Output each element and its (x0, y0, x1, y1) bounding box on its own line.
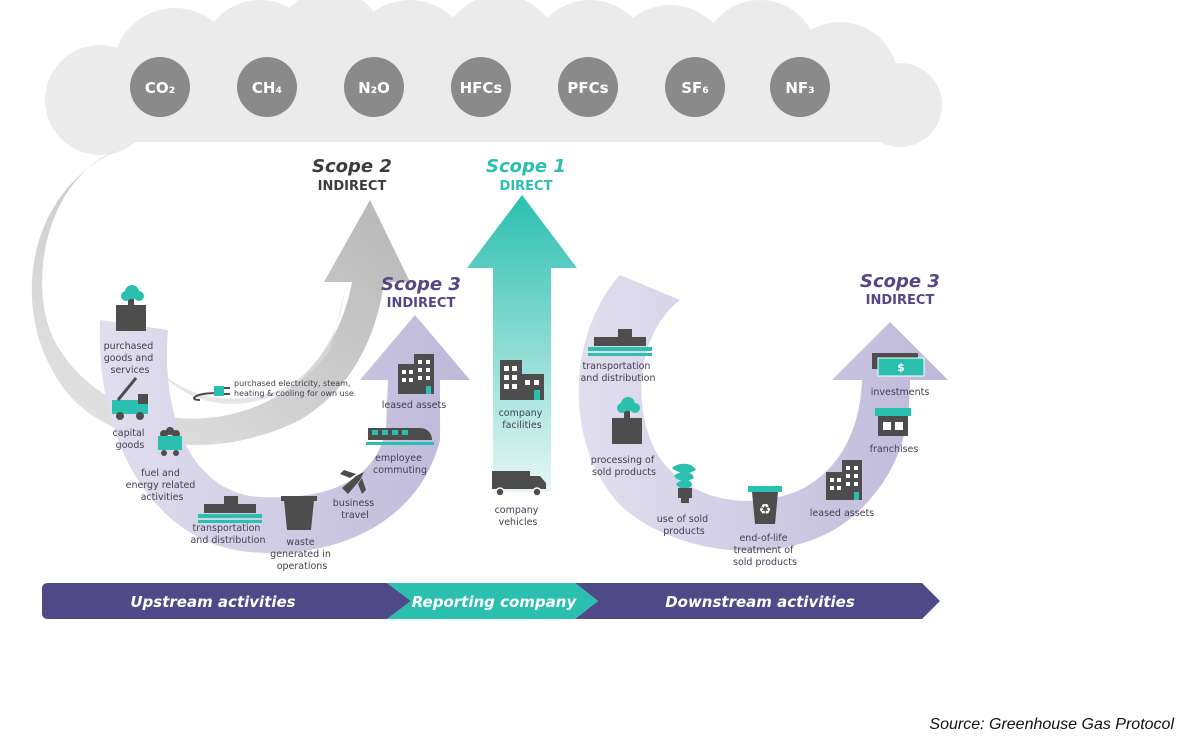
gas-hfcs: HFCs (451, 57, 511, 117)
downstream-label: Downstream activities (665, 593, 855, 611)
electricity-label: purchased electricity, steam, heating & … (234, 379, 354, 398)
company-facilities-label: company facilities (499, 408, 546, 431)
scope3-upstream-label: Scope 3 INDIRECT (381, 274, 461, 311)
source-caption: Source: Greenhouse Gas Protocol (929, 716, 1174, 733)
upstream-segment (42, 583, 411, 619)
purchased-goods-label: purchased goods and services (104, 341, 157, 376)
activity-downstream-leased: leased assets (810, 460, 874, 519)
scope1-sub: DIRECT (500, 179, 553, 194)
gas-nf3-label: NF₃ (785, 79, 814, 97)
downstream-transport-label: transportation and distribution (580, 361, 655, 384)
money-icon: $ (872, 353, 925, 377)
gas-ch4: CH₄ (237, 57, 297, 117)
employee-commuting-label: employee commuting (373, 453, 427, 476)
truck-icon (492, 471, 546, 497)
activity-use-sold: use of sold products (657, 463, 711, 537)
scope2-label: Scope 2 INDIRECT (312, 156, 392, 194)
activity-upstream-transport: transportation and distribution (190, 496, 266, 546)
coal-cart-icon (158, 427, 182, 456)
ship-icon (198, 496, 262, 523)
gas-sf6: SF₆ (665, 57, 725, 117)
dumpster-icon (281, 496, 317, 530)
gas-row: CO₂ CH₄ N₂O HFCs PFCs SF₆ NF₃ (130, 57, 830, 117)
svg-text:♻: ♻ (759, 502, 772, 518)
scope3-upstream-sub: INDIRECT (387, 296, 456, 311)
capital-goods-label: capital goods (113, 428, 148, 451)
activity-purchased-goods: purchased goods and services (104, 285, 157, 376)
activity-investments: $ investments (871, 353, 930, 398)
upstream-transport-label: transportation and distribution (190, 523, 265, 546)
reporting-label: Reporting company (412, 593, 578, 611)
gas-n2o: N₂O (344, 57, 404, 117)
activity-franchises: franchises (870, 408, 919, 455)
business-travel-label: business travel (333, 498, 377, 521)
end-of-life-label: end-of-life treatment of sold products (733, 533, 797, 568)
fuel-energy-label: fuel and energy related activities (126, 468, 199, 503)
scope1-arrow (467, 195, 577, 492)
activity-bar: Upstream activities Reporting company Do… (42, 583, 940, 619)
activity-downstream-transport: transportation and distribution (580, 329, 656, 384)
airplane-icon (340, 470, 366, 494)
recycle-bin-icon: ♻ (748, 486, 782, 524)
investments-label: investments (871, 387, 930, 398)
waste-label: waste generated in operations (270, 537, 334, 572)
scope3-downstream-title: Scope 3 (860, 271, 940, 292)
activity-employee-commuting: employee commuting (366, 428, 434, 476)
scope3-upstream-arrow (99, 315, 471, 554)
activity-capital-goods: capital goods (112, 377, 148, 451)
processing-label: processing of sold products (591, 455, 657, 478)
plug-icon (193, 386, 230, 401)
upstream-label: Upstream activities (130, 593, 295, 611)
activity-electricity: purchased electricity, steam, heating & … (193, 379, 354, 401)
building-icon (826, 460, 862, 500)
scope2-title: Scope 2 (312, 156, 392, 177)
downstream-segment (575, 583, 940, 619)
activity-upstream-leased: leased assets (382, 354, 446, 411)
factory-icon (612, 397, 642, 444)
activity-company-vehicles: company vehicles (492, 471, 546, 528)
activity-company-facilities: company facilities (499, 360, 546, 431)
lightbulb-icon (672, 463, 696, 503)
downstream-leased-label: leased assets (810, 508, 874, 519)
scope1-title: Scope 1 (486, 156, 566, 177)
gas-co2: CO₂ (130, 57, 190, 117)
building-icon (398, 354, 434, 394)
activity-end-of-life: ♻ end-of-life treatment of sold products (733, 486, 797, 568)
storefront-icon (875, 408, 911, 436)
activity-business-travel: business travel (333, 470, 377, 521)
scope1-label: Scope 1 DIRECT (486, 156, 566, 194)
scope2-arrow (31, 150, 411, 446)
factory-icon (116, 285, 146, 331)
gas-sf6-label: SF₆ (681, 79, 709, 97)
use-sold-label: use of sold products (657, 514, 711, 537)
gas-pfcs-label: PFCs (567, 79, 608, 97)
gas-n2o-label: N₂O (358, 79, 390, 97)
gas-ch4-label: CH₄ (252, 79, 282, 97)
company-vehicles-label: company vehicles (495, 505, 542, 528)
activity-waste: waste generated in operations (270, 496, 334, 572)
activity-processing: processing of sold products (591, 397, 657, 478)
scope3-upstream-title: Scope 3 (381, 274, 461, 295)
train-icon (366, 428, 434, 445)
gas-nf3: NF₃ (770, 57, 830, 117)
gas-pfcs: PFCs (558, 57, 618, 117)
gas-hfcs-label: HFCs (460, 79, 503, 97)
scope3-downstream-label: Scope 3 INDIRECT (860, 271, 940, 308)
gas-co2-label: CO₂ (145, 79, 175, 97)
crane-truck-icon (112, 377, 148, 420)
upstream-leased-label: leased assets (382, 400, 446, 411)
building-icon (500, 360, 544, 400)
franchises-label: franchises (870, 444, 919, 455)
money-symbol: $ (897, 361, 905, 374)
activity-fuel-energy: fuel and energy related activities (126, 427, 199, 503)
reporting-segment (387, 583, 598, 619)
scope2-sub: INDIRECT (318, 179, 387, 194)
scope3-downstream-sub: INDIRECT (866, 293, 935, 308)
ship-icon (588, 329, 652, 356)
